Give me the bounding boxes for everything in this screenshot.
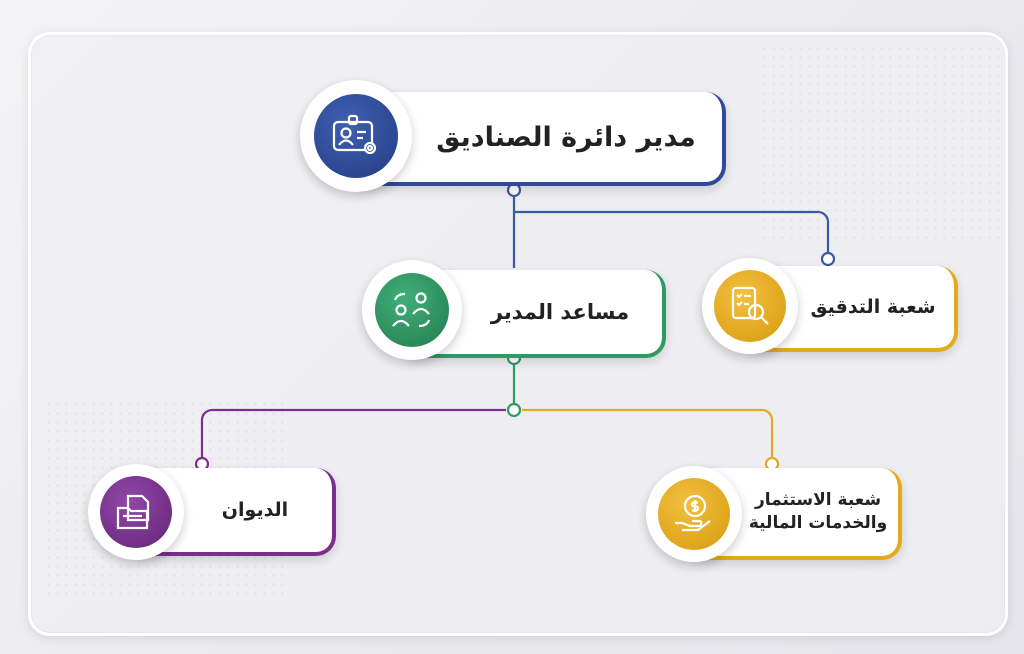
node-assistant: مساعد المدير — [358, 256, 668, 364]
node-audit: شعبة التدقيق — [700, 254, 962, 358]
junction-audit — [820, 251, 836, 267]
investment-label: شعبة الاستثمار والخدمات المالية — [740, 468, 896, 556]
node-director: مدير دائرة الصناديق — [296, 80, 732, 200]
investment-label-line1: شعبة الاستثمار — [754, 490, 882, 511]
director-label: مدير دائرة الصناديق — [436, 121, 696, 153]
audit-label: شعبة التدقيق — [810, 296, 936, 318]
id-card-gear-icon — [332, 114, 377, 155]
diwan-label: الديوان — [221, 499, 289, 521]
connector-to-investment — [522, 408, 774, 464]
node-investment: شعبة الاستثمار والخدمات المالية — [644, 460, 906, 568]
node-diwan: الديوان — [86, 460, 340, 564]
dot-pattern-top-right — [760, 44, 1000, 244]
connector-to-diwan — [200, 408, 506, 464]
folders-icon — [116, 494, 150, 530]
investment-label-line2: والخدمات المالية — [748, 513, 888, 533]
money-hand-icon — [675, 494, 711, 532]
connector-director-audit — [514, 210, 830, 258]
document-search-icon — [731, 286, 769, 325]
assistant-label: مساعد المدير — [490, 300, 630, 324]
junction-split — [506, 402, 522, 418]
users-exchange-icon — [392, 292, 431, 328]
